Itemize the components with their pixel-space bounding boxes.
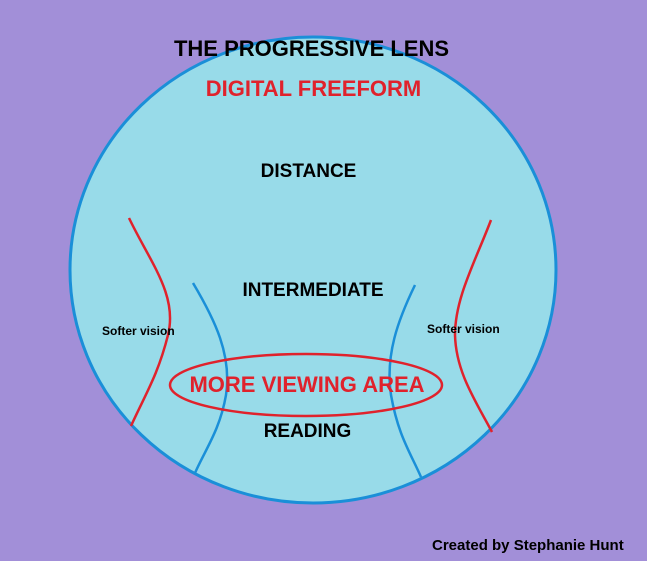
viewing-area-ellipse	[168, 352, 444, 418]
zone-reading-label: READING	[263, 421, 352, 442]
lens-outline	[68, 35, 558, 505]
diagram-title: THE PROGRESSIVE LENS	[173, 36, 450, 61]
left-distortion-boundary	[127, 217, 172, 427]
left-corridor-boundary	[191, 282, 229, 474]
softer-vision-right-label: Softer vision	[427, 322, 500, 336]
softer-vision-left-label: Softer vision	[102, 324, 175, 338]
diagram-subtitle: DIGITAL FREEFORM	[205, 76, 422, 101]
zone-distance-label: DISTANCE	[260, 161, 357, 182]
right-corridor-boundary	[388, 284, 423, 478]
credit-text: Created by Stephanie Hunt	[432, 537, 624, 554]
more-viewing-area-label: MORE VIEWING AREA	[189, 372, 425, 397]
zone-intermediate-label: INTERMEDIATE	[242, 280, 384, 301]
right-distortion-boundary	[453, 219, 494, 433]
